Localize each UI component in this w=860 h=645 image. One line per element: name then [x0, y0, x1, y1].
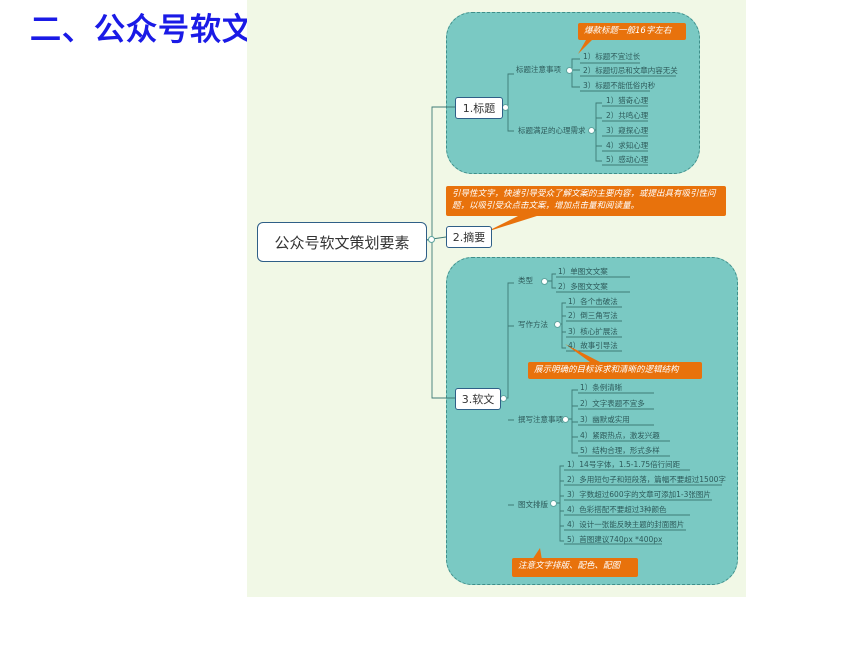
leaf-item: 5）感动心理	[606, 155, 649, 164]
article-logic-callout: 展示明确的目标诉求和清晰的逻辑结构	[528, 362, 702, 379]
leaf-item: 2）多用短句子和短段落，篇幅不要超过1500字	[567, 475, 726, 484]
article-knob[interactable]	[500, 395, 507, 402]
leaf-item: 3）幽默或实用	[580, 415, 630, 424]
leaf-item: 2）共鸣心理	[606, 111, 649, 120]
group-writing-notes: 撰写注意事项	[518, 415, 563, 424]
title-notes-knob[interactable]	[566, 67, 573, 74]
group-layout: 图文排版	[518, 500, 548, 509]
group-type: 类型	[518, 276, 533, 285]
leaf-item: 4）故事引导法	[568, 341, 618, 350]
leaf-item: 2）倒三角写法	[568, 311, 618, 320]
leaf-item: 4）设计一张能反映主题的封面图片	[567, 520, 685, 529]
leaf-item: 2）文字表题不宜多	[580, 399, 645, 408]
branch-article-node[interactable]: 3.软文	[455, 388, 501, 410]
leaf-item: 2）标题切忌和文章内容无关	[583, 66, 678, 75]
leaf-item: 3）窥探心理	[606, 126, 649, 135]
title-psych-knob[interactable]	[588, 127, 595, 134]
leaf-item: 1）猎奇心理	[606, 96, 649, 105]
leaf-item: 3）核心扩展法	[568, 327, 618, 336]
branch-title-node[interactable]: 1.标题	[455, 97, 503, 119]
group-title-psych: 标题满足的心理需求	[518, 126, 586, 135]
layout-knob[interactable]	[550, 500, 557, 507]
writing-notes-knob[interactable]	[562, 416, 569, 423]
leaf-item: 4）紧跟热点，激发兴趣	[580, 431, 660, 440]
leaf-item: 5）结构合理，形式多样	[580, 446, 660, 455]
leaf-item: 1）条例清晰	[580, 383, 623, 392]
group-method: 写作方法	[518, 320, 548, 329]
article-layout-callout: 注意文字排版、配色、配图	[512, 558, 638, 577]
leaf-item: 1）单图文文案	[558, 267, 608, 276]
leaf-item: 1）14号字体，1.5-1.75倍行间距	[567, 460, 681, 469]
leaf-item: 1）标题不宜过长	[583, 52, 641, 61]
leaf-item: 2）多图文文案	[558, 282, 608, 291]
root-node[interactable]: 公众号软文策划要素	[257, 222, 427, 262]
root-knob[interactable]	[428, 236, 435, 243]
title-callout: 爆款标题一般16字左右	[578, 23, 686, 40]
leaf-item: 3）字数超过600字的文章可添加1-3张图片	[567, 490, 711, 499]
group-title-notes: 标题注意事项	[516, 65, 561, 74]
leaf-item: 3）标题不能低俗内秒	[583, 81, 656, 90]
title-knob[interactable]	[502, 104, 509, 111]
type-knob[interactable]	[541, 278, 548, 285]
leaf-item: 4）色彩搭配不要超过3种颜色	[567, 505, 667, 514]
leaf-item: 4）求知心理	[606, 141, 649, 150]
leaf-item: 5）首图建议740px *400px	[567, 535, 663, 544]
method-knob[interactable]	[554, 321, 561, 328]
branch-summary-node[interactable]: 2.摘要	[446, 226, 492, 248]
leaf-item: 1）各个击破法	[568, 297, 618, 306]
summary-callout: 引导性文字，快速引导受众了解文案的主要内容，或提出具有吸引性问题，以吸引受众点击…	[446, 186, 726, 216]
